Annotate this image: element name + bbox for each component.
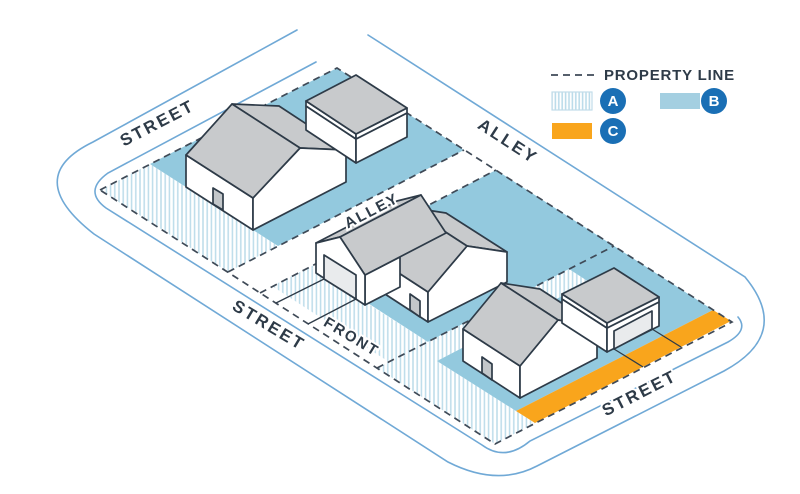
- street-inner-curb: [94, 61, 743, 454]
- lot3-zone-c: [516, 310, 731, 423]
- house-2-door: [409, 293, 421, 318]
- badge-b: [701, 88, 727, 114]
- house-2-garage-door: [323, 254, 357, 300]
- garage-3: [561, 267, 660, 353]
- alley-label-main: ALLEY: [474, 115, 541, 168]
- lot2-driveway: [275, 278, 357, 325]
- house-1: [185, 103, 347, 231]
- lot2-front-setback-zone-a: [272, 267, 428, 362]
- property-line-label: PROPERTY LINE: [604, 67, 735, 84]
- property-line-block: [98, 67, 734, 445]
- blue-swatch: [660, 93, 700, 109]
- legend-item-c: C: [552, 118, 626, 144]
- house-3-door: [481, 356, 493, 381]
- badge-a-letter: A: [608, 93, 619, 110]
- garage-1: [305, 74, 408, 164]
- house-3: [462, 282, 598, 399]
- badge-c: [600, 118, 626, 144]
- lot3-setback-zone-a: [377, 269, 589, 444]
- legend: PROPERTY LINE A B C: [551, 67, 735, 144]
- legend-item-b: B: [660, 88, 727, 114]
- legend-item-a: A: [551, 88, 626, 114]
- lot3-driveway: [613, 328, 682, 368]
- house-1-door: [212, 187, 224, 211]
- street-label-top-left: STREET: [117, 96, 198, 150]
- badge-b-letter: B: [709, 93, 720, 110]
- street-outer-boundary: [56, 29, 765, 477]
- badge-a: [600, 88, 626, 114]
- hatch-swatch: [551, 91, 593, 111]
- orange-swatch: [552, 123, 592, 139]
- garage-3-door: [613, 310, 653, 350]
- house-2: [315, 194, 508, 323]
- property-line-alley-north: [227, 149, 465, 273]
- badge-c-letter: C: [608, 123, 619, 140]
- lot1-setback-zone-a: [100, 164, 278, 272]
